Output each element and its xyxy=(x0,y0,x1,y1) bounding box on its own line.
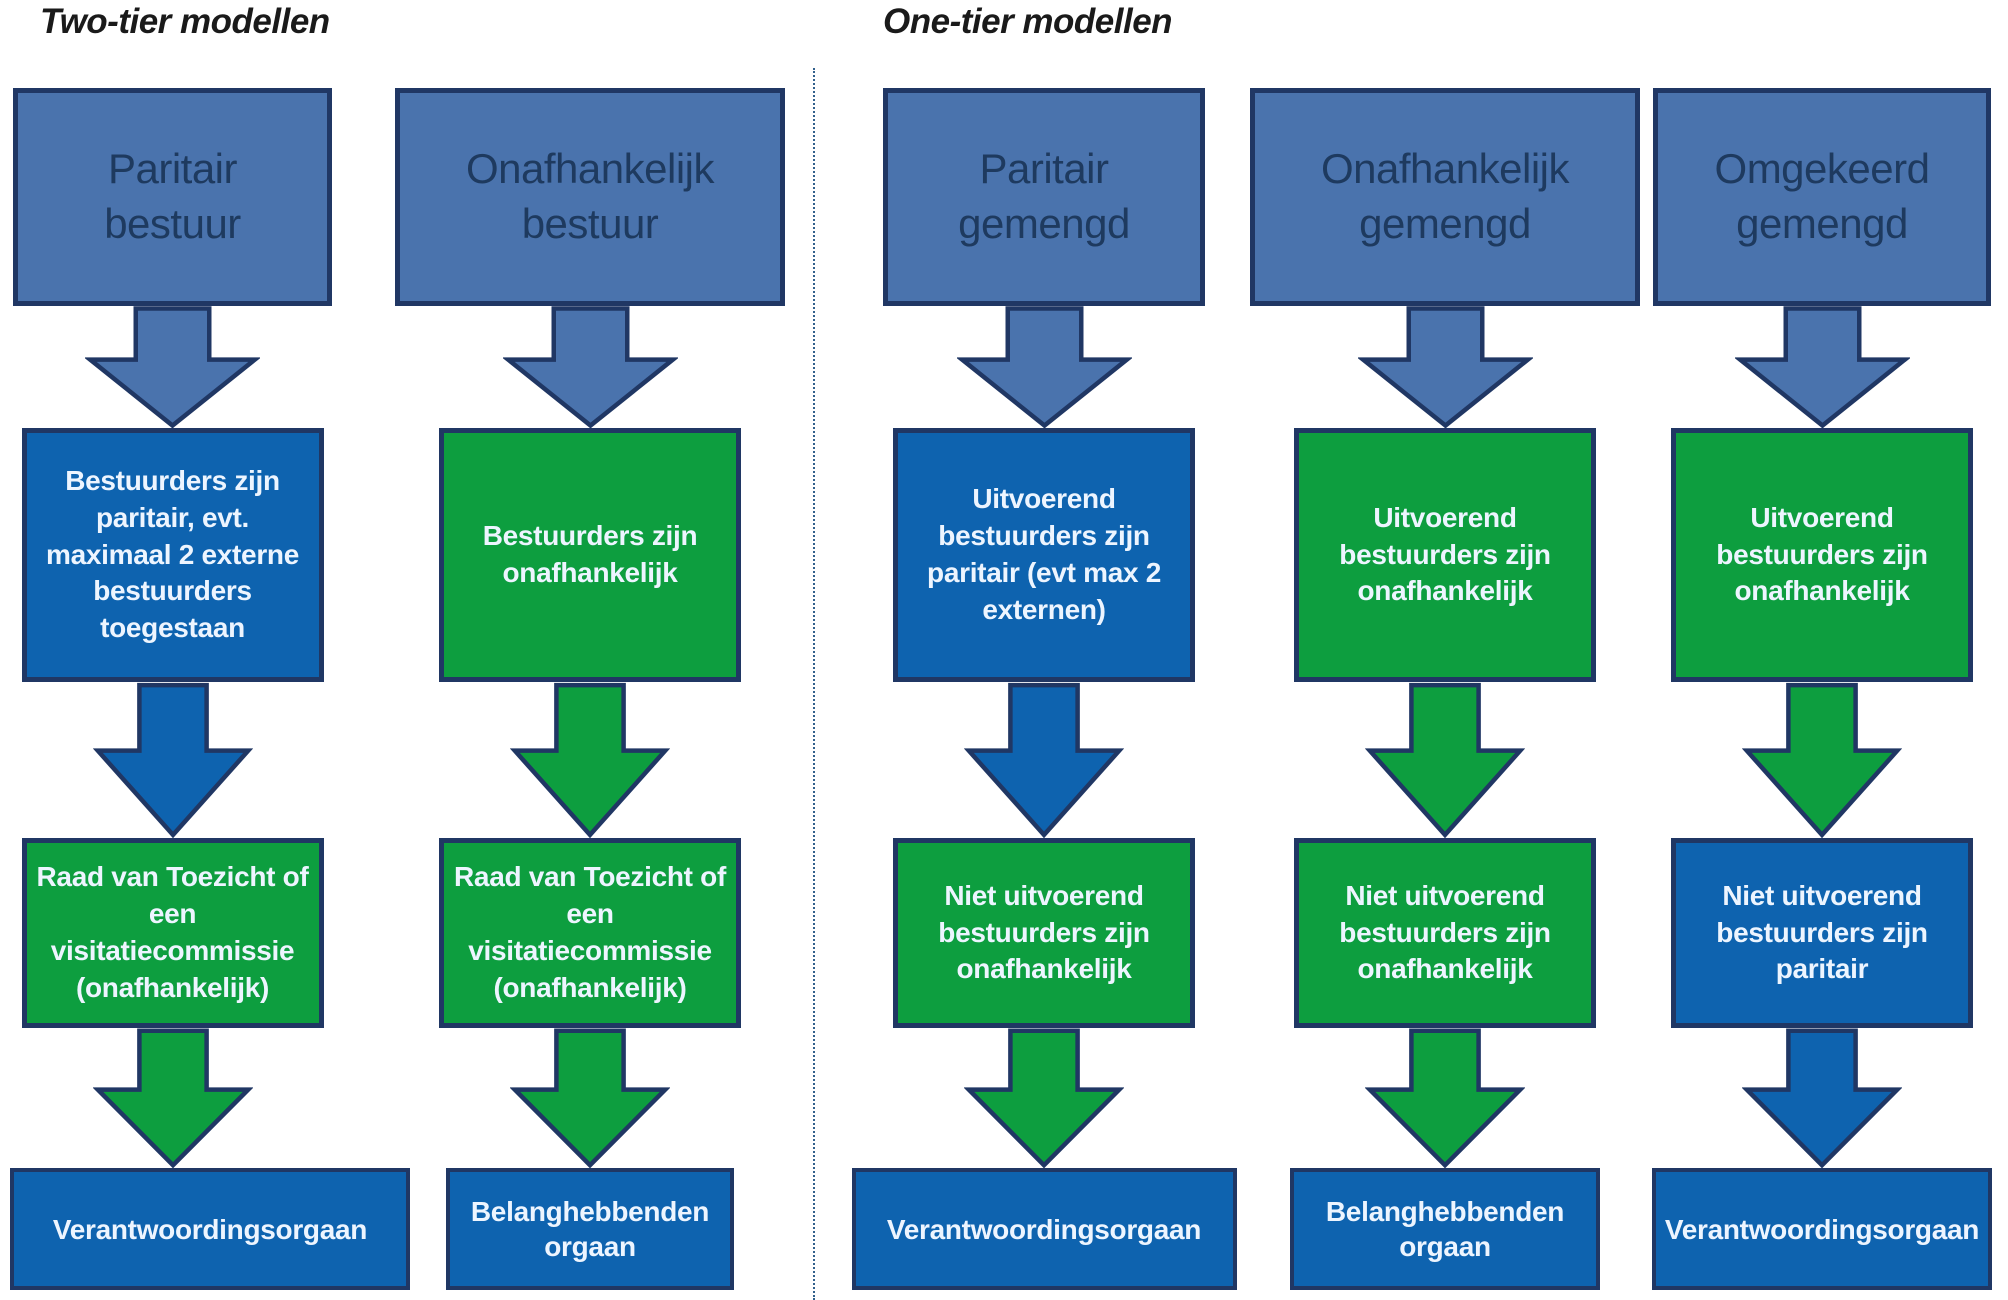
board-composition-box: Bestuurders zijn paritair, evt. maximaal… xyxy=(21,428,324,682)
board-composition-label: Uitvoerend bestuurders zijn onafhankelij… xyxy=(1339,501,1551,607)
supervision-box: Raad van Toezicht of een visitatiecommis… xyxy=(21,838,324,1028)
down-arrow-icon xyxy=(503,306,678,428)
supervision-label: Niet uitvoerend bestuurders zijn paritai… xyxy=(1716,879,1928,985)
model-header-label: Onafhankelijk bestuur xyxy=(466,145,714,247)
supervision-label: Niet uitvoerend bestuurders zijn onafhan… xyxy=(1339,879,1551,985)
supervision-label: Raad van Toezicht of een visitatiecommis… xyxy=(36,861,309,1003)
column-onafhankelijk-bestuur: Onafhankelijk bestuur Bestuurders zijn o… xyxy=(395,0,785,1300)
board-composition-label: Uitvoerend bestuurders zijn onafhankelij… xyxy=(1716,501,1928,607)
down-arrow-icon xyxy=(93,1028,253,1168)
model-header-box: Paritair gemengd xyxy=(883,88,1205,306)
down-arrow-icon xyxy=(1742,682,1902,838)
down-arrow-icon xyxy=(1365,1028,1525,1168)
supervision-box: Niet uitvoerend bestuurders zijn paritai… xyxy=(1671,838,1973,1028)
column-omgekeerd-gemengd: Omgekeerd gemengd Uitvoerend bestuurders… xyxy=(1652,0,1992,1300)
accountability-body-label: Belanghebbenden orgaan xyxy=(1325,1196,1565,1262)
accountability-body-label: Verantwoordingsorgaan xyxy=(1664,1213,1980,1245)
accountability-body-label: Verantwoordingsorgaan xyxy=(886,1213,1202,1245)
accountability-body-box: Belanghebbenden orgaan xyxy=(1290,1168,1600,1290)
section-title-two-tier: Two-tier modellen xyxy=(40,2,330,41)
down-arrow-icon xyxy=(510,1028,670,1168)
board-composition-box: Bestuurders zijn onafhankelijk xyxy=(439,428,741,682)
supervision-box: Niet uitvoerend bestuurders zijn onafhan… xyxy=(1294,838,1596,1028)
accountability-body-box: Verantwoordingsorgaan xyxy=(10,1168,410,1290)
board-composition-box: Uitvoerend bestuurders zijn paritair (ev… xyxy=(893,428,1195,682)
supervision-label: Niet uitvoerend bestuurders zijn onafhan… xyxy=(938,879,1150,985)
board-composition-label: Uitvoerend bestuurders zijn paritair (ev… xyxy=(927,483,1161,625)
model-header-label: Paritair gemengd xyxy=(958,145,1130,247)
model-header-label: Onafhankelijk gemengd xyxy=(1321,145,1569,247)
down-arrow-icon xyxy=(964,682,1124,838)
down-arrow-icon xyxy=(93,682,253,838)
down-arrow-icon xyxy=(1365,682,1525,838)
board-composition-box: Uitvoerend bestuurders zijn onafhankelij… xyxy=(1294,428,1596,682)
column-paritair-bestuur: Paritair bestuur Bestuurders zijn parita… xyxy=(10,0,410,1300)
supervision-box: Niet uitvoerend bestuurders zijn onafhan… xyxy=(893,838,1195,1028)
down-arrow-icon xyxy=(1358,306,1533,428)
model-header-label: Paritair bestuur xyxy=(104,145,241,247)
accountability-body-label: Belanghebbenden orgaan xyxy=(470,1196,710,1262)
section-title-one-tier: One-tier modellen xyxy=(883,2,1173,41)
down-arrow-icon xyxy=(1735,306,1910,428)
column-paritair-gemengd: Paritair gemengd Uitvoerend bestuurders … xyxy=(851,0,1237,1300)
model-header-box: Onafhankelijk bestuur xyxy=(395,88,785,306)
down-arrow-icon xyxy=(510,682,670,838)
board-composition-box: Uitvoerend bestuurders zijn onafhankelij… xyxy=(1671,428,1973,682)
down-arrow-icon xyxy=(957,306,1132,428)
down-arrow-icon xyxy=(964,1028,1124,1168)
supervision-label: Raad van Toezicht of een visitatiecommis… xyxy=(454,861,726,1003)
model-header-box: Onafhankelijk gemengd xyxy=(1250,88,1640,306)
section-divider-dotted-line xyxy=(813,68,815,1300)
model-header-box: Paritair bestuur xyxy=(13,88,332,306)
accountability-body-box: Verantwoordingsorgaan xyxy=(851,1168,1237,1290)
model-header-box: Omgekeerd gemengd xyxy=(1653,88,1991,306)
down-arrow-icon xyxy=(85,306,260,428)
accountability-body-label: Verantwoordingsorgaan xyxy=(52,1213,368,1245)
accountability-body-box: Belanghebbenden orgaan xyxy=(446,1168,734,1290)
model-header-label: Omgekeerd gemengd xyxy=(1714,145,1930,247)
board-composition-label: Bestuurders zijn onafhankelijk xyxy=(482,520,698,588)
column-onafhankelijk-gemengd: Onafhankelijk gemengd Uitvoerend bestuur… xyxy=(1250,0,1640,1300)
down-arrow-icon xyxy=(1742,1028,1902,1168)
accountability-body-box: Verantwoordingsorgaan xyxy=(1652,1168,1992,1290)
board-composition-label: Bestuurders zijn paritair, evt. maximaal… xyxy=(46,464,299,644)
supervision-box: Raad van Toezicht of een visitatiecommis… xyxy=(439,838,741,1028)
